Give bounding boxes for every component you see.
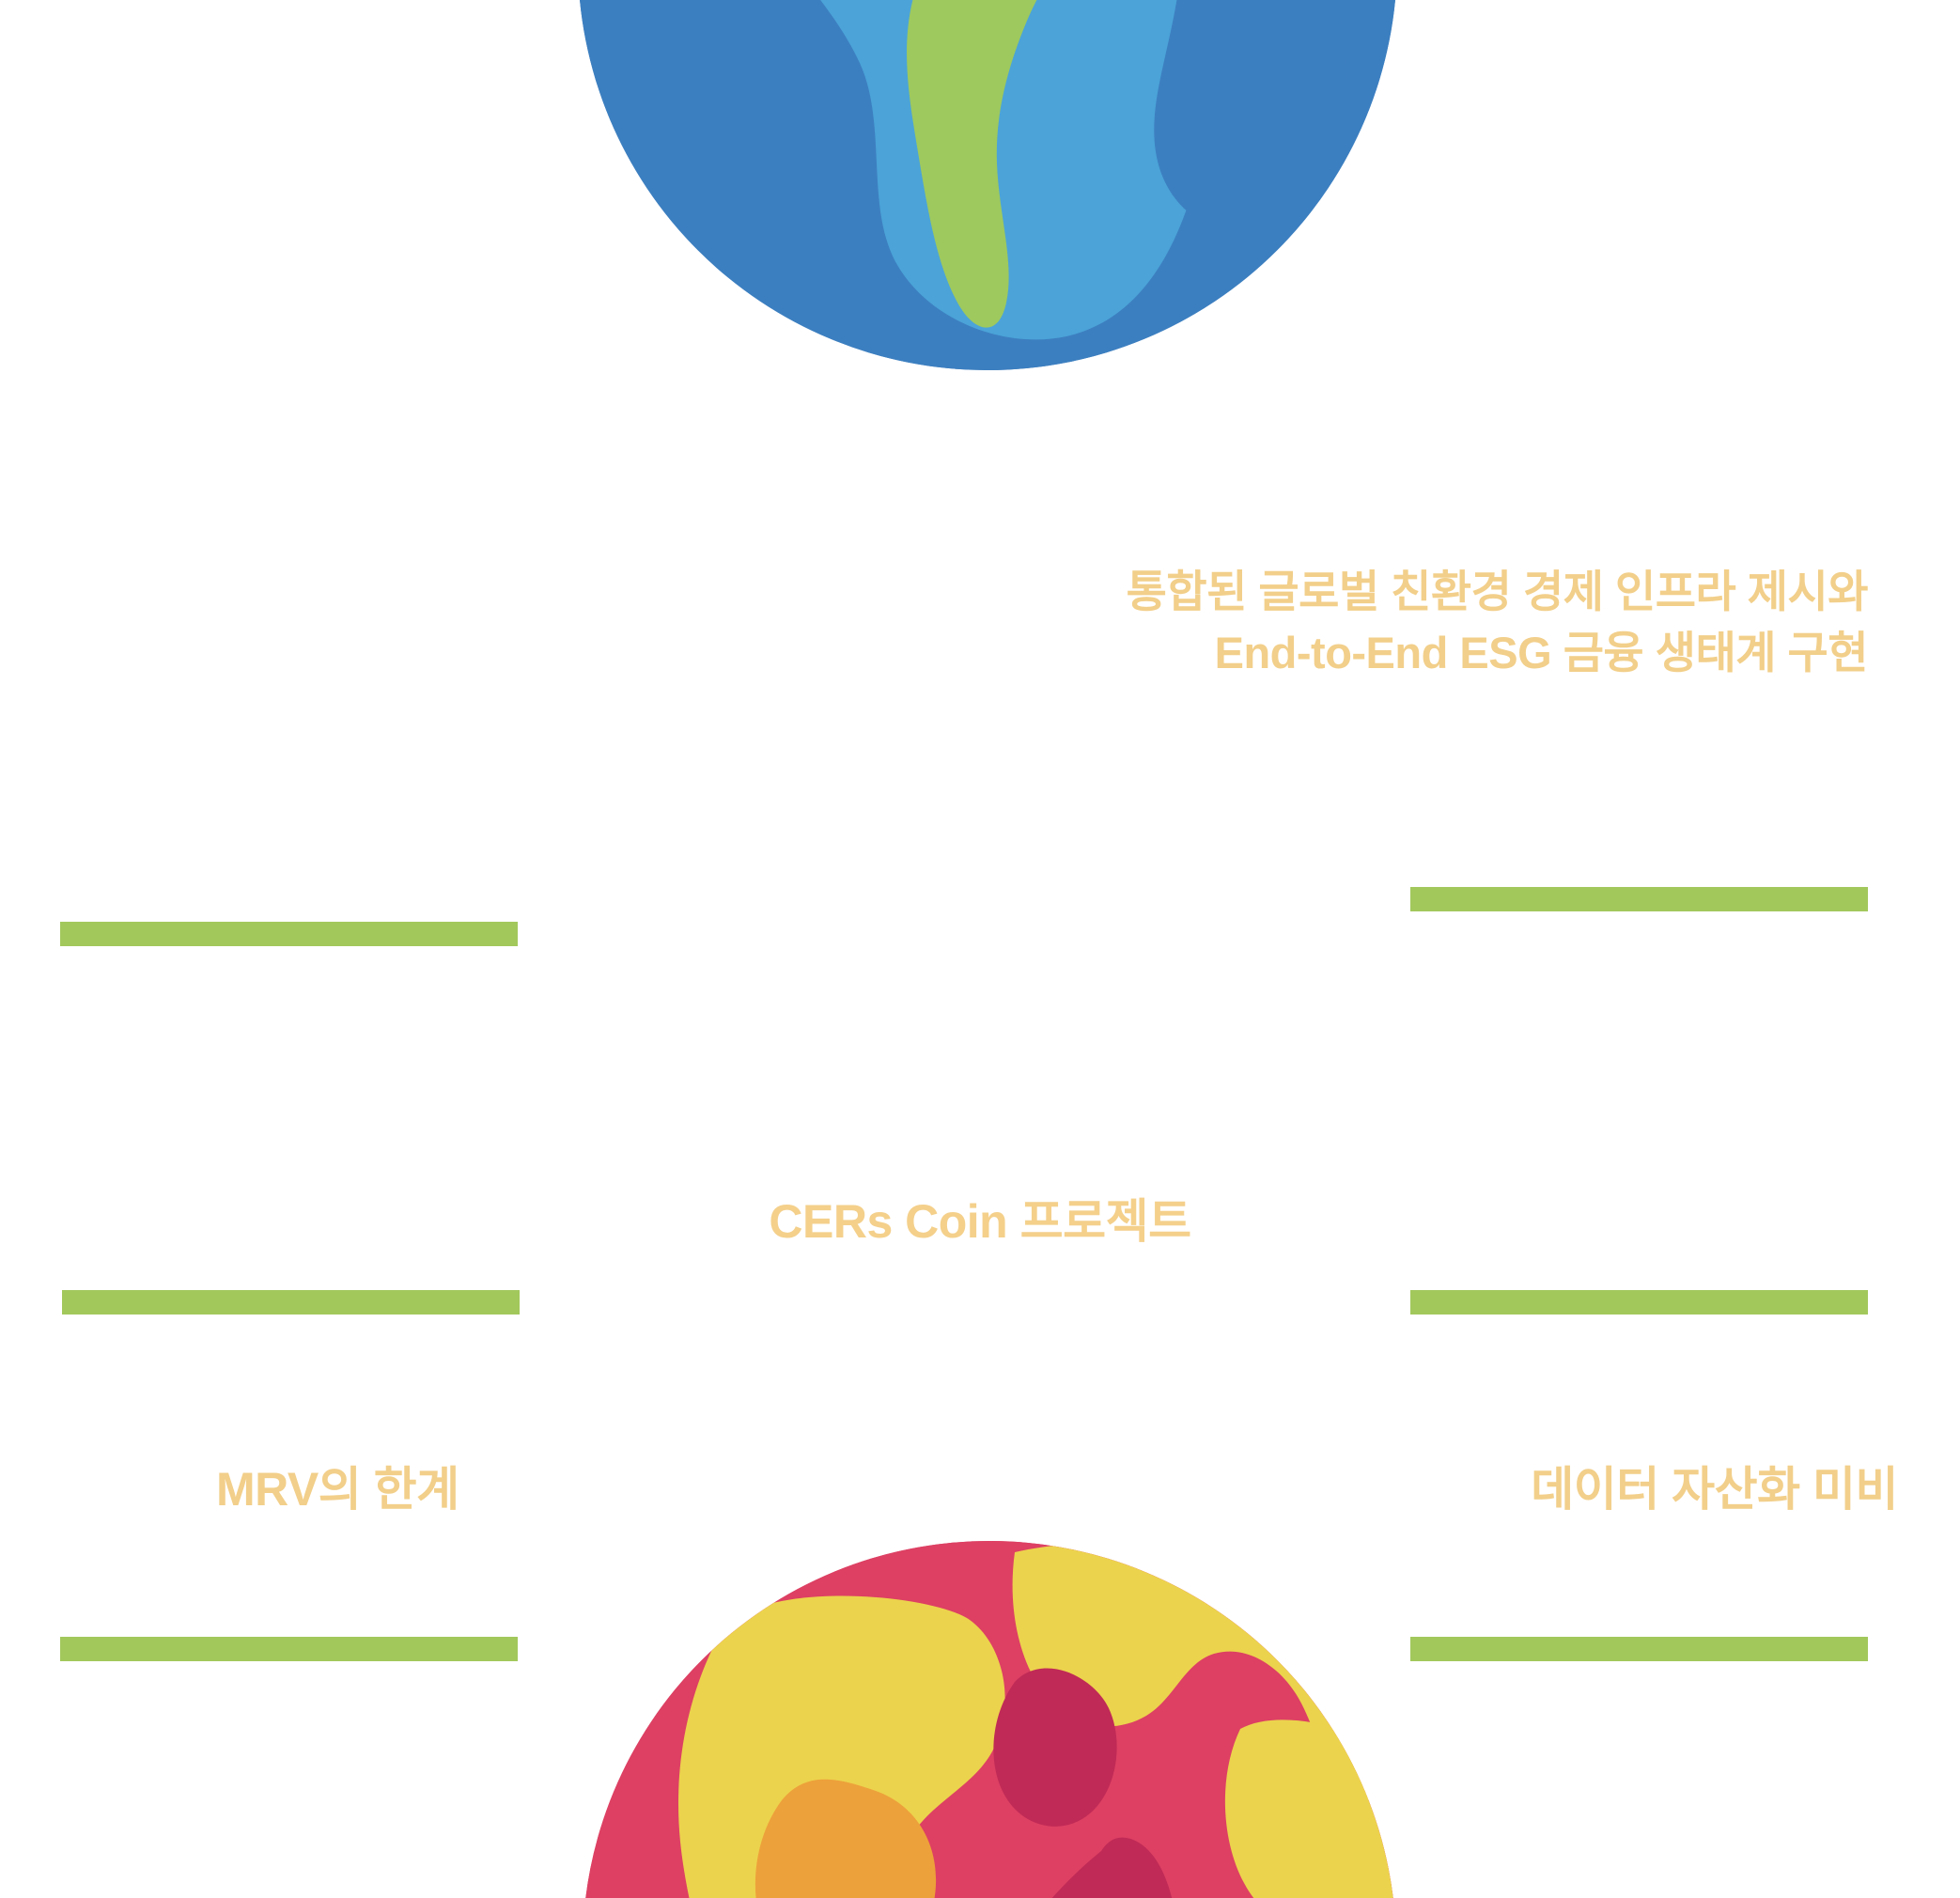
land-americas xyxy=(907,0,1037,328)
yellow-mass-left xyxy=(678,1595,1005,1898)
issue-label-right: 데이터 자산화 미비 xyxy=(1531,1463,1898,1516)
earth-globe-overheated xyxy=(583,1541,1396,1898)
divider-rule-right-1 xyxy=(1410,887,1868,911)
divider-rule-left-3 xyxy=(60,1637,518,1661)
yellow-mass-right xyxy=(1224,1719,1396,1898)
divider-rule-left-1 xyxy=(60,922,518,946)
globe-top-layers xyxy=(578,0,1397,370)
divider-rule-left-2 xyxy=(62,1290,520,1315)
divider-rule-right-2 xyxy=(1410,1290,1868,1315)
crimson-blob-upper xyxy=(993,1668,1117,1827)
crimson-mass-center xyxy=(1051,1837,1173,1898)
project-title: CERs Coin 프로젝트 xyxy=(769,1195,1191,1248)
globe-bottom-layers xyxy=(583,1541,1396,1898)
orange-blob-main xyxy=(754,1779,937,1898)
headline-text: 통합된 글로벌 친환경 경제 인프라 제시와 End-to-End ESG 금융… xyxy=(1126,567,1869,677)
issue-label-left: MRV의 한계 xyxy=(216,1463,459,1516)
earth-globe-healthy xyxy=(578,0,1397,370)
ocean-dark-patch-right xyxy=(1154,0,1347,231)
divider-rule-right-3 xyxy=(1410,1637,1868,1661)
